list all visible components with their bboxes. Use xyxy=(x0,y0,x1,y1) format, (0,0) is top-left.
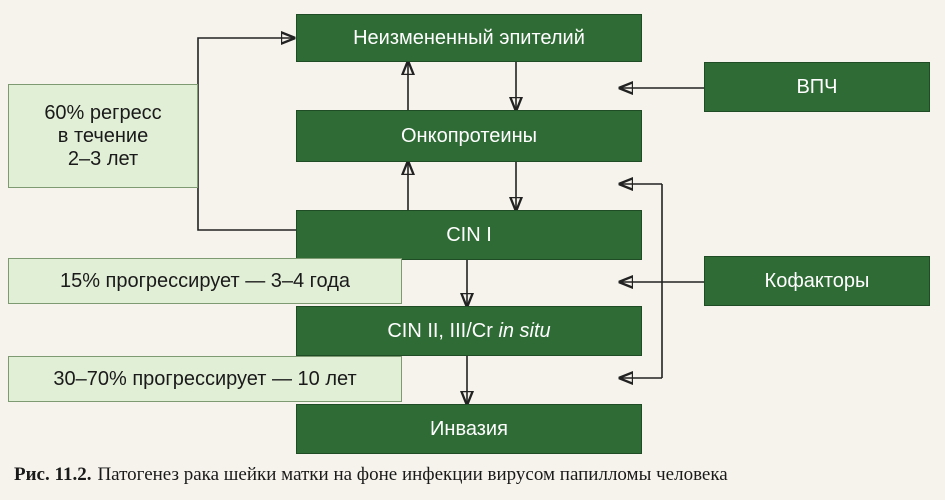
epithelium-box: Неизмененный эпителий xyxy=(296,14,642,62)
epithelium-label: Неизмененный эпителий xyxy=(353,26,585,49)
progression-cin23-note: 30–70% прогрессирует — 10 лет xyxy=(8,356,402,402)
regression-note: 60% регресс в течение 2–3 лет xyxy=(8,84,198,188)
cin23-label-main: CIN II, III/Cr xyxy=(387,319,499,342)
hpv-box: ВПЧ xyxy=(704,62,930,112)
regression-line-1: 60% регресс xyxy=(44,101,162,124)
invasion-label: Инвазия xyxy=(430,417,508,440)
oncoproteins-label: Онкопротеины xyxy=(401,124,537,147)
figure-caption-label: Рис. 11.2. xyxy=(14,464,92,485)
oncoproteins-box: Онкопротеины xyxy=(296,110,642,162)
cin23-label: CIN II, III/Cr in situ xyxy=(387,320,550,343)
figure-caption-text: Патогенез рака шейки матки на фоне инфек… xyxy=(97,464,728,485)
cofactors-label: Кофакторы xyxy=(764,269,870,292)
cin23-box: CIN II, III/Cr in situ xyxy=(296,306,642,356)
progression-cin1-label: 15% прогрессирует — 3–4 года xyxy=(59,269,351,292)
progression-cin23-label: 30–70% прогрессирует — 10 лет xyxy=(53,367,357,390)
progression-cin1-note: 15% прогрессирует — 3–4 года xyxy=(8,258,402,304)
hpv-label: ВПЧ xyxy=(796,75,838,98)
cofactors-box: Кофакторы xyxy=(704,256,930,306)
cin1-box: CIN I xyxy=(296,210,642,260)
cin23-label-italic: in situ xyxy=(498,319,551,342)
regression-loop xyxy=(197,38,296,231)
invasion-box: Инвазия xyxy=(296,404,642,454)
cin1-label: CIN I xyxy=(446,223,492,246)
regression-line-3: 2–3 лет xyxy=(67,147,139,170)
figure-caption: Рис. 11.2.Патогенез рака шейки матки на … xyxy=(14,464,934,486)
regression-line-2: в течение xyxy=(57,124,149,147)
